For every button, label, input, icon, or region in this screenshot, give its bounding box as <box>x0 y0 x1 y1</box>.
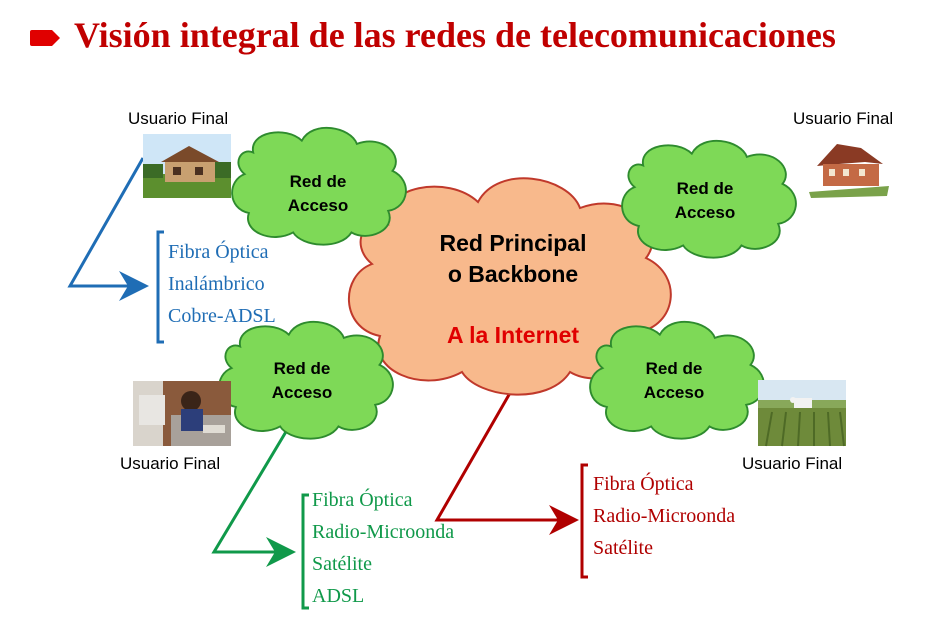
access-cloud-icon-top-right <box>621 139 797 259</box>
red-link-line <box>434 392 579 535</box>
user-label-bottom-left: Usuario Final <box>120 454 221 473</box>
green-media-bracket <box>301 493 309 610</box>
house-photo <box>143 134 231 198</box>
title-bullet-icon <box>30 30 60 46</box>
core-label-line2: o Backbone <box>447 261 579 287</box>
media-item: Radio-Microonda <box>312 521 455 543</box>
farm-field-photo <box>758 380 846 447</box>
brick-house-photo <box>803 136 893 198</box>
media-list-blue: Fibra Óptica Inalámbrico Cobre-ADSL <box>168 236 276 332</box>
core-label-line1: Red Principal <box>439 230 587 256</box>
access-cloud-icon-bottom-right <box>589 320 765 440</box>
media-item: Radio-Microonda <box>593 505 736 527</box>
media-list-green: Fibra Óptica Radio-Microonda Satélite AD… <box>312 484 454 612</box>
blue-media-bracket <box>156 230 164 344</box>
access-network-label-bottom-left: Red de Acceso <box>242 357 362 405</box>
access-label-line1: Red de <box>676 179 734 198</box>
green-link-line <box>211 424 296 567</box>
user-label-top-right: Usuario Final <box>793 109 894 128</box>
user-label-bottom-right: Usuario Final <box>742 454 843 473</box>
access-network-label-top-left: Red de Acceso <box>258 170 378 218</box>
media-item: Cobre-ADSL <box>168 305 276 327</box>
media-item: Satélite <box>312 553 372 575</box>
access-label-line1: Red de <box>289 172 347 191</box>
access-network-label-top-right: Red de Acceso <box>645 177 765 225</box>
media-item: Fibra Óptica <box>593 473 694 495</box>
page-title: Visión integral de las redes de telecomu… <box>74 15 836 55</box>
blue-link-line <box>67 157 149 301</box>
media-item: Fibra Óptica <box>312 489 413 511</box>
access-label-line2: Acceso <box>271 383 333 402</box>
access-label-line2: Acceso <box>643 383 705 402</box>
media-list-red: Fibra Óptica Radio-Microonda Satélite <box>593 468 735 564</box>
user-label-top-left: Usuario Final <box>128 109 229 128</box>
access-label-line1: Red de <box>273 359 331 378</box>
red-media-bracket <box>580 463 588 579</box>
media-item: Satélite <box>593 537 653 559</box>
access-label-line2: Acceso <box>674 203 736 222</box>
media-item: ADSL <box>312 585 365 607</box>
access-label-line2: Acceso <box>287 196 349 215</box>
access-label-line1: Red de <box>645 359 703 378</box>
person-at-computer-photo <box>133 381 231 446</box>
media-item: Fibra Óptica <box>168 241 269 263</box>
access-cloud-icon-top-left <box>231 126 407 246</box>
media-item: Inalámbrico <box>168 273 265 295</box>
core-network-label: Red Principal o Backbone <box>398 228 628 290</box>
internet-label: A la Internet <box>446 322 580 348</box>
access-network-label-bottom-right: Red de Acceso <box>614 357 734 405</box>
